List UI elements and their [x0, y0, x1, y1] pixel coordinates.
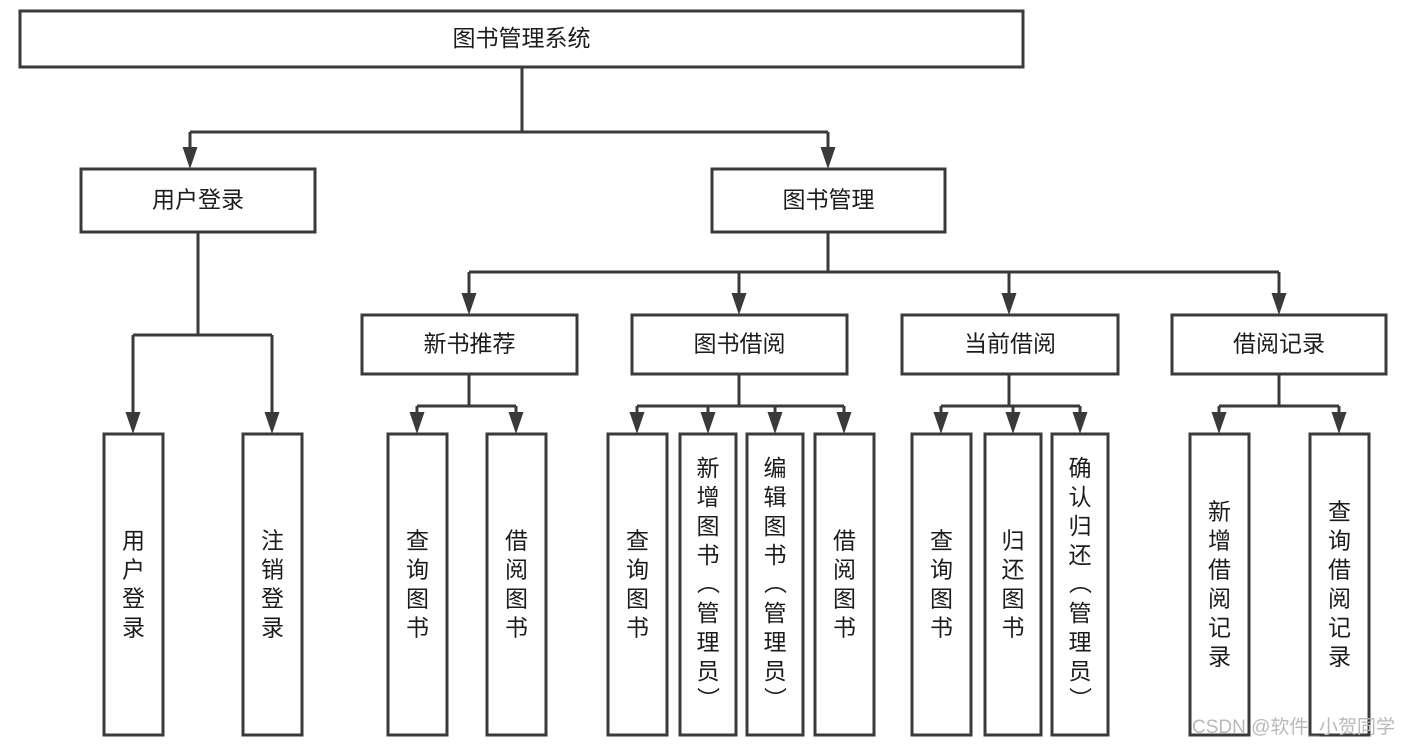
node-label: 查询图书 — [626, 528, 649, 641]
node-leaf-borrow-book-2[interactable]: 借阅图书 — [813, 432, 876, 737]
node-box[interactable] — [745, 432, 805, 737]
arrow-head-icon — [461, 293, 477, 315]
arrow-head-icon — [836, 412, 852, 434]
arrow-head-icon — [264, 412, 280, 434]
node-label: 新书推荐 — [424, 331, 516, 357]
arrow-head-icon — [933, 412, 949, 434]
node-leaf-query-book-1[interactable]: 查询图书 — [386, 432, 449, 737]
connector-group-current-borrow — [933, 374, 1088, 434]
arrow-head-icon — [1001, 293, 1017, 315]
connector-layer — [125, 67, 1347, 434]
node-box[interactable] — [710, 167, 947, 234]
node-label: 图书管理 — [783, 187, 875, 213]
arrow-head-icon — [767, 412, 783, 434]
node-label: 借阅图书 — [505, 528, 528, 641]
arrow-head-icon — [731, 293, 747, 315]
node-box[interactable] — [386, 432, 449, 737]
node-box[interactable] — [606, 432, 669, 737]
node-box[interactable] — [1308, 432, 1371, 737]
node-box[interactable] — [678, 432, 738, 737]
node-label: 用户登录 — [122, 528, 145, 641]
node-leaf-query-book-2[interactable]: 查询图书 — [606, 432, 669, 737]
node-label: 图书借阅 — [694, 331, 786, 357]
node-borrow-record[interactable]: 借阅记录 — [1170, 313, 1388, 376]
arrow-head-icon — [1072, 412, 1088, 434]
node-leaf-borrow-book-1[interactable]: 借阅图书 — [485, 432, 548, 737]
node-box[interactable] — [1170, 313, 1388, 376]
node-box[interactable] — [983, 432, 1043, 737]
node-box[interactable] — [910, 432, 973, 737]
connector-group-root — [182, 67, 836, 169]
node-label: 归还图书 — [1002, 528, 1025, 641]
node-leaf-add-book[interactable]: 新增图书（管理员） — [678, 432, 738, 737]
node-label: 新增借阅记录 — [1208, 499, 1231, 670]
node-layer: 图书管理系统用户登录图书管理新书推荐图书借阅当前借阅借阅记录用户登录注销登录查询… — [18, 9, 1388, 737]
node-current-borrow[interactable]: 当前借阅 — [900, 313, 1120, 376]
connector-group-new-book-recommend — [409, 374, 524, 434]
node-box[interactable] — [630, 313, 849, 376]
node-new-book-recommend[interactable]: 新书推荐 — [360, 313, 579, 376]
node-box[interactable] — [813, 432, 876, 737]
connector-group-user-login — [125, 232, 280, 434]
node-label: 查询图书 — [930, 528, 953, 641]
node-label: 确认归还（管理员） — [1069, 455, 1093, 713]
node-box[interactable] — [241, 432, 304, 737]
node-label: 查询借阅记录 — [1328, 499, 1351, 670]
arrow-head-icon — [1331, 412, 1347, 434]
node-box[interactable] — [1188, 432, 1251, 737]
node-label: 注销登录 — [261, 528, 284, 641]
connector-group-book-borrow — [629, 374, 852, 434]
node-box[interactable] — [360, 313, 579, 376]
connector-group-borrow-record — [1211, 374, 1347, 434]
node-leaf-add-record[interactable]: 新增借阅记录 — [1188, 432, 1251, 737]
arrow-head-icon — [508, 412, 524, 434]
arrow-head-icon — [1005, 412, 1021, 434]
connector-group-book-management — [461, 232, 1287, 315]
node-label: 用户登录 — [152, 187, 244, 213]
node-leaf-confirm-return[interactable]: 确认归还（管理员） — [1050, 432, 1110, 737]
node-user-login[interactable]: 用户登录 — [79, 167, 317, 234]
arrow-head-icon — [820, 147, 836, 169]
node-box[interactable] — [1050, 432, 1110, 737]
node-leaf-user-login[interactable]: 用户登录 — [102, 432, 165, 737]
node-book-borrow[interactable]: 图书借阅 — [630, 313, 849, 376]
node-leaf-logout[interactable]: 注销登录 — [241, 432, 304, 737]
node-box[interactable] — [485, 432, 548, 737]
node-leaf-query-book-3[interactable]: 查询图书 — [910, 432, 973, 737]
node-box[interactable] — [900, 313, 1120, 376]
node-label: 当前借阅 — [964, 331, 1056, 357]
node-label: 编辑图书（管理员） — [764, 455, 788, 713]
arrow-head-icon — [125, 412, 141, 434]
arrow-head-icon — [1211, 412, 1227, 434]
node-label: 借阅记录 — [1233, 331, 1325, 357]
arrow-head-icon — [1271, 293, 1287, 315]
node-leaf-edit-book[interactable]: 编辑图书（管理员） — [745, 432, 805, 737]
node-box[interactable] — [102, 432, 165, 737]
node-label: 图书管理系统 — [453, 25, 591, 51]
arrow-head-icon — [409, 412, 425, 434]
node-leaf-query-record[interactable]: 查询借阅记录 — [1308, 432, 1371, 737]
node-label: 查询图书 — [406, 528, 429, 641]
arrow-head-icon — [182, 147, 198, 169]
node-label: 新增图书（管理员） — [697, 455, 721, 713]
node-label: 借阅图书 — [833, 528, 856, 641]
node-root[interactable]: 图书管理系统 — [18, 9, 1025, 69]
node-book-management[interactable]: 图书管理 — [710, 167, 947, 234]
node-leaf-return-book[interactable]: 归还图书 — [983, 432, 1043, 737]
node-box[interactable] — [79, 167, 317, 234]
arrow-head-icon — [629, 412, 645, 434]
csdn-watermark: CSDN @软件_小贺同学 — [1192, 716, 1395, 738]
arrow-head-icon — [700, 412, 716, 434]
node-box[interactable] — [18, 9, 1025, 69]
